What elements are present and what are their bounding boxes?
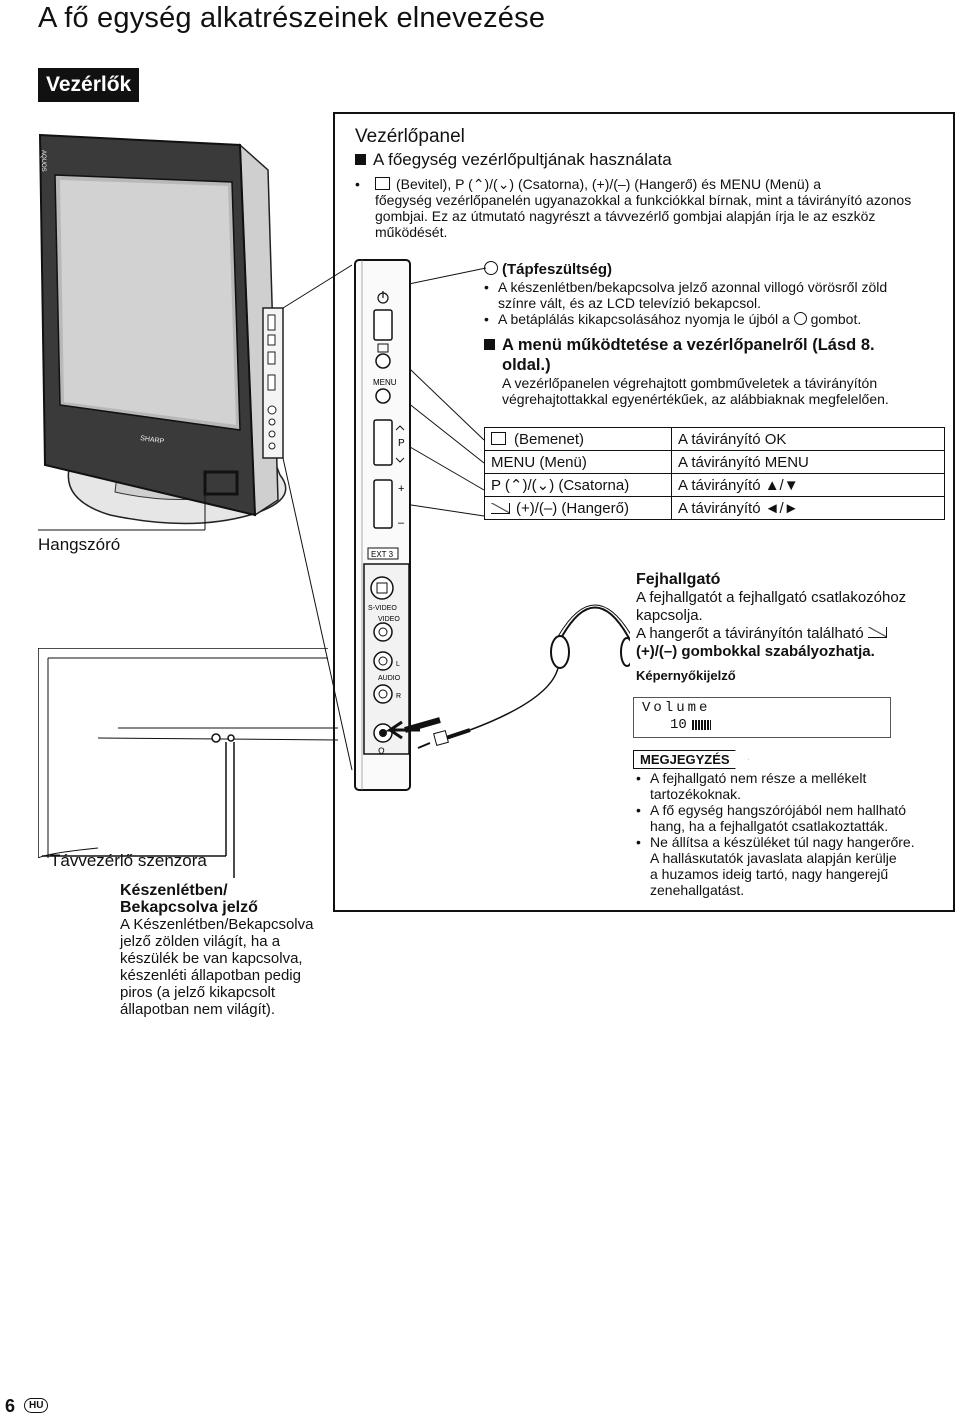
- table-row: (Bemenet) A távirányító OK: [484, 427, 945, 451]
- intro-line-1: (Bevitel), P (⌃)/(⌄) (Csatorna), (+)/(–)…: [396, 176, 822, 192]
- power-item-1b: színre vált, és az LCD televízió bekapcs…: [498, 295, 762, 311]
- power-icon: [484, 261, 498, 275]
- side-l-label: L: [396, 661, 400, 668]
- panel-heading: Vezérlőpanel: [355, 126, 465, 147]
- side-audio-label: AUDIO: [378, 675, 401, 682]
- map-left-3: (+)/(–) (Hangerő): [516, 499, 629, 517]
- osd-level-bar: [692, 720, 877, 730]
- page-number: 6: [5, 1396, 16, 1416]
- remote-sensor-label: Távvezérlő szenzora: [50, 851, 207, 870]
- side-p-label: P: [398, 438, 405, 449]
- side-minus-label: –: [398, 517, 405, 529]
- table-row: P (⌃)/(⌄) (Csatorna) A távirányító ▲/▼: [484, 473, 945, 497]
- headphone-icon: [385, 604, 630, 749]
- note-list: A fejhallgató nem része a mellékelttarto…: [636, 770, 936, 898]
- headphone-desc-3: A hangerőt a távirányítón található: [636, 625, 864, 642]
- osd-level-fill: [692, 720, 711, 730]
- section-tab: Vezérlők: [38, 68, 140, 102]
- intro-line-4: működését.: [375, 224, 448, 240]
- volume-icon: [867, 627, 887, 638]
- menu-title-2: oldal.): [502, 356, 551, 374]
- table-row: (+)/(–) (Hangerő) A távirányító ◄/►: [484, 496, 945, 520]
- power-item-2b: gombot.: [810, 311, 862, 327]
- svg-text:Ω: Ω: [378, 746, 385, 756]
- intro-block: • (Bevitel), P (⌃)/(⌄) (Csatorna), (+)/(…: [355, 176, 945, 240]
- volume-osd: Volume 10: [633, 697, 891, 738]
- standby-block: Készenlétben/ Bekapcsolva jelző A Készen…: [120, 882, 313, 1018]
- tv-brand-bottom: SHARP: [140, 435, 165, 445]
- standby-title-2: Bekapcsolva jelző: [120, 899, 258, 916]
- button-mapping-table: (Bemenet) A távirányító OK MENU (Menü) A…: [484, 427, 945, 520]
- headphone-desc: A fejhallgatót a fejhallgató csatlakozóh…: [636, 589, 906, 661]
- standby-desc-2: jelző zölden világít, ha a: [120, 933, 281, 950]
- speaker-label: Hangszóró: [38, 535, 121, 554]
- side-plus-label: +: [398, 483, 404, 495]
- tv-illustration: AQUOS SHARP: [38, 133, 287, 525]
- map-right-1: A távirányító MENU: [671, 450, 945, 474]
- input-icon: [375, 177, 390, 190]
- map-left-1: MENU (Menü): [484, 450, 672, 474]
- standby-desc-4: készenléti állapotban pedig: [120, 967, 301, 984]
- side-panel-drawing: MENU P + – EXT 3 S-VIDEO VIDEO L AUDIO R…: [354, 259, 411, 791]
- side-video-label: VIDEO: [378, 616, 400, 623]
- power-icon-inline: [793, 312, 807, 325]
- power-title: (Tápfeszültség): [502, 261, 613, 278]
- note-item: A fő egység hangszórójából nem hallhatóh…: [636, 802, 936, 834]
- headphone-desc-2: kapcsolja.: [636, 607, 703, 624]
- osd-label: Képernyőkijelző: [636, 668, 736, 683]
- page-title: A fő egység alkatrészeinek elnevezése: [38, 2, 546, 34]
- note-item: Ne állítsa a készüléket túl nagy hangerő…: [636, 834, 936, 898]
- menu-desc-1: A vezérlőpanelen végrehajtott gombművele…: [502, 375, 878, 391]
- input-icon: [491, 431, 506, 445]
- standby-title-1: Készenlétben/: [120, 882, 228, 899]
- power-section: (Tápfeszültség) A készenlétben/bekapcsol…: [484, 261, 934, 327]
- headphone-desc-1: A fejhallgatót a fejhallgató csatlakozóh…: [636, 589, 907, 606]
- note-item: A fejhallgató nem része a mellékelttarto…: [636, 770, 936, 802]
- control-panel-box: [333, 112, 955, 912]
- panel-subheading-text: A főegység vezérlőpultjának használata: [373, 150, 672, 169]
- menu-title-1: A menü működtetése a vezérlőpanelről (Lá…: [484, 336, 875, 355]
- side-svideo-label: S-VIDEO: [368, 605, 397, 612]
- side-ext-label: EXT 3: [371, 550, 394, 559]
- power-item-2a: A betáplálás kikapcsolásához nyomja le ú…: [498, 311, 790, 327]
- power-item-1a: A készenlétben/bekapcsolva jelző azonnal…: [498, 279, 888, 295]
- menu-title-1-text: A menü működtetése a vezérlőpanelről (Lá…: [502, 336, 875, 354]
- map-right-3: A távirányító ◄/►: [671, 496, 945, 520]
- menu-desc-2: végrehajtottakkal egyenértékűek, az aláb…: [502, 391, 889, 407]
- standby-desc-6: állapotban nem világít).: [120, 1001, 276, 1018]
- headphone-title: Fejhallgató: [636, 571, 721, 588]
- map-right-2: A távirányító ▲/▼: [671, 473, 945, 497]
- osd-title: Volume: [642, 700, 711, 716]
- intro-line-2: főegység vezérlőpanelén ugyanazokkal a f…: [375, 192, 912, 208]
- map-left-2: P (⌃)/(⌄) (Csatorna): [484, 473, 672, 497]
- tv-detail: [38, 648, 338, 858]
- osd-value: 10: [670, 717, 687, 733]
- side-menu-label: MENU: [373, 378, 397, 387]
- side-r-label: R: [396, 693, 401, 700]
- language-badge: HU: [24, 1398, 49, 1413]
- volume-icon: [491, 502, 510, 514]
- headphone-desc-4: (+)/(–) gombokkal szabályozhatja.: [636, 643, 875, 660]
- intro-line-3: gombjai. Ez az útmutató nagyrészt a távv…: [375, 208, 876, 224]
- panel-subheading: A főegység vezérlőpultjának használata: [355, 150, 672, 170]
- map-left-0: (Bemenet): [514, 430, 585, 448]
- standby-desc-5: piros (a jelző kikapcsolt: [120, 984, 276, 1001]
- tv-brand-top: AQUOS: [40, 150, 46, 172]
- table-row: MENU (Menü) A távirányító MENU: [484, 450, 945, 474]
- standby-desc-1: A Készenlétben/Bekapcsolva: [120, 916, 314, 933]
- note-tag: MEGJEGYZÉS: [633, 750, 749, 769]
- standby-desc-3: készülék be van kapcsolva,: [120, 950, 303, 967]
- map-right-0: A távirányító OK: [671, 427, 945, 451]
